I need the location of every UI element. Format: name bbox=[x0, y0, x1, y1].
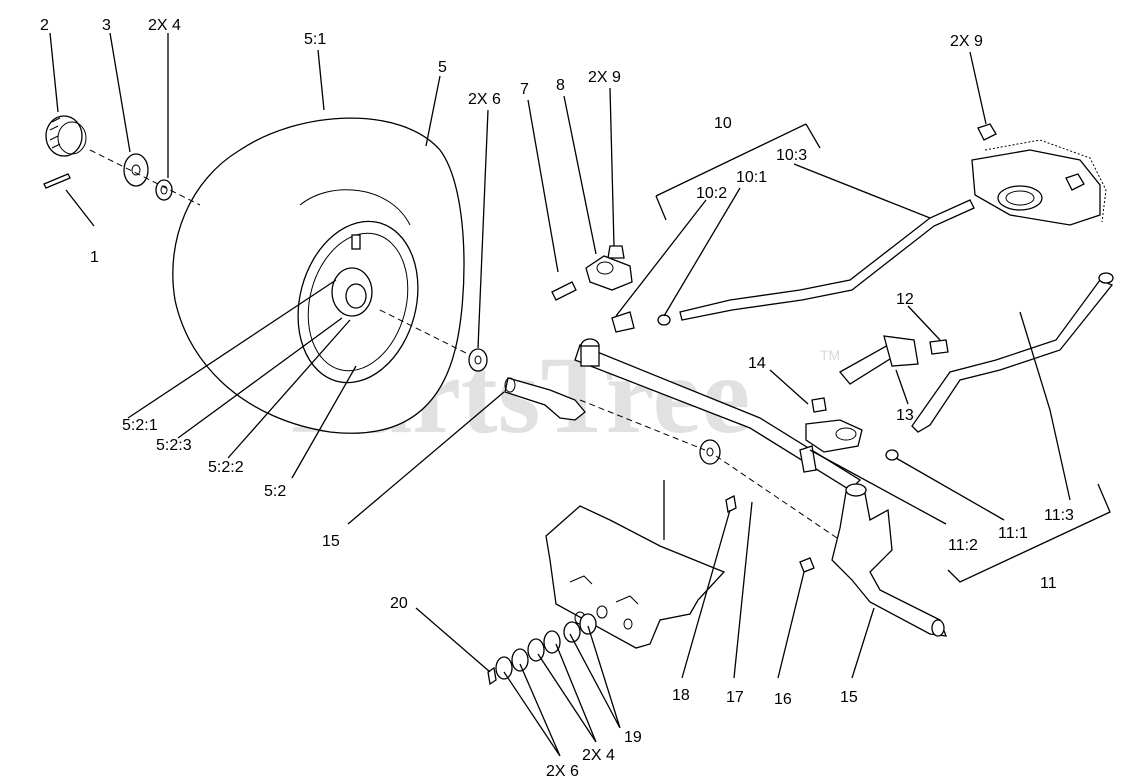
knuckle-right bbox=[805, 419, 863, 453]
label-14: 14 bbox=[748, 355, 766, 372]
label-20: 20 bbox=[390, 595, 408, 612]
bolt-9 bbox=[607, 245, 625, 259]
axle-bracket bbox=[545, 505, 726, 649]
label-15-right: 15 bbox=[840, 689, 858, 706]
valve-stem bbox=[351, 234, 361, 250]
sector-gear bbox=[971, 123, 1107, 226]
label-17: 17 bbox=[726, 689, 744, 706]
label-5-1: 5:1 bbox=[304, 31, 326, 48]
washer-17 bbox=[699, 439, 721, 465]
label-10-3: 10:3 bbox=[776, 147, 807, 164]
cotter-pin bbox=[43, 173, 71, 189]
drag-link-11 bbox=[911, 279, 1114, 433]
bolt-12 bbox=[929, 339, 949, 355]
callout-labels: 2 3 2X 4 1 5:1 5 2X 6 7 8 2X 9 10 10:3 1… bbox=[40, 17, 1074, 780]
label-10-2: 10:2 bbox=[696, 185, 727, 202]
ball-joint-10-2 bbox=[611, 311, 635, 333]
label-11-1: 11:1 bbox=[998, 525, 1028, 542]
label-15-left: 15 bbox=[322, 533, 340, 550]
label-11: 11 bbox=[1040, 575, 1057, 592]
label-12: 12 bbox=[896, 291, 914, 308]
bearing bbox=[345, 283, 367, 309]
washer-6 bbox=[468, 348, 488, 372]
label-10: 10 bbox=[714, 115, 732, 132]
label-5-2: 5:2 bbox=[264, 483, 286, 500]
label-13: 13 bbox=[896, 407, 914, 424]
spindle-left bbox=[504, 377, 586, 421]
grease-fitting-18 bbox=[725, 495, 737, 513]
label-5: 5 bbox=[438, 59, 447, 76]
label-2x4-top: 2X 4 bbox=[148, 17, 181, 34]
label-1: 1 bbox=[90, 249, 99, 266]
label-5-2-2: 5:2:2 bbox=[208, 459, 244, 476]
label-3: 3 bbox=[102, 17, 111, 34]
leader-lines bbox=[49, 32, 1111, 757]
label-2x6-top: 2X 6 bbox=[468, 91, 501, 108]
label-19: 19 bbox=[624, 729, 642, 746]
label-18: 18 bbox=[672, 687, 690, 704]
washer-4 bbox=[155, 179, 173, 201]
hub-cap bbox=[45, 115, 87, 157]
label-8: 8 bbox=[556, 77, 565, 94]
label-2x4-bottom: 2X 4 bbox=[582, 747, 615, 764]
spindle-right bbox=[831, 487, 947, 637]
nut-16 bbox=[799, 557, 815, 573]
label-2: 2 bbox=[40, 17, 49, 34]
pin-7 bbox=[551, 281, 577, 301]
watermark-trademark: TM bbox=[820, 347, 840, 363]
label-10-1: 10:1 bbox=[736, 169, 767, 186]
tie-rod-10 bbox=[679, 199, 975, 321]
wheel-assembly bbox=[172, 117, 465, 434]
label-16: 16 bbox=[774, 691, 792, 708]
label-5-2-1: 5:2:1 bbox=[122, 417, 158, 434]
label-11-2: 11:2 bbox=[948, 537, 978, 554]
label-2x9-left: 2X 9 bbox=[588, 69, 621, 86]
label-11-3: 11:3 bbox=[1044, 507, 1074, 524]
washer-stack bbox=[487, 613, 597, 686]
label-7: 7 bbox=[520, 81, 529, 98]
label-2x6-bottom: 2X 6 bbox=[546, 763, 579, 780]
washer-3 bbox=[123, 153, 149, 187]
label-5-2-3: 5:2:3 bbox=[156, 437, 192, 454]
nut-10-1 bbox=[657, 314, 671, 326]
label-2x9-right: 2X 9 bbox=[950, 33, 983, 50]
